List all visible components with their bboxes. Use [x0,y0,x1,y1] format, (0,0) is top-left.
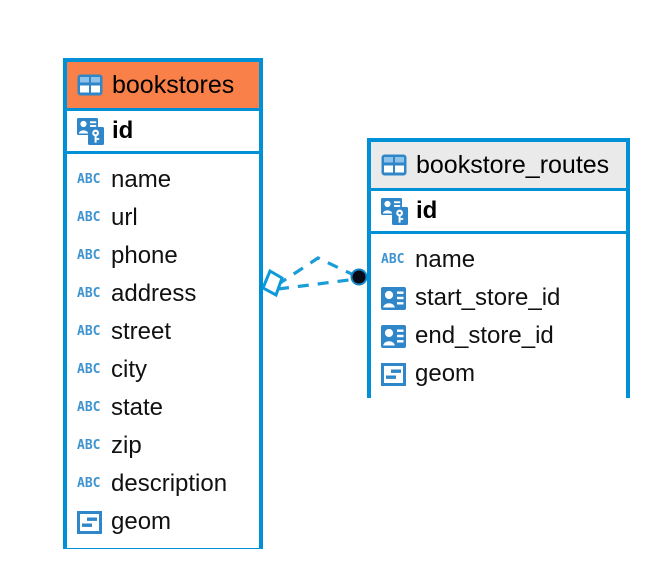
foreign-key-icon [381,324,406,348]
primary-key-label-bookstore-routes: id [416,197,438,224]
field-label-street: street [111,318,172,345]
field-row-geom[interactable]: geom [371,355,626,393]
field-row-description[interactable]: ABC description [67,465,259,503]
primary-key-icon [77,117,104,145]
field-list-bookstore-routes: ABC name start_store_id [371,234,626,400]
abc-text-icon: ABC [77,361,101,377]
field-label-geom: geom [415,360,476,387]
abc-text-icon: ABC [77,171,101,187]
primary-key-row-bookstore-routes[interactable]: id [371,188,626,234]
abc-text-icon: ABC [77,323,101,339]
relationship-line-lower [277,277,358,291]
field-row-url[interactable]: ABC url [67,199,259,237]
primary-key-row-bookstores[interactable]: id [67,108,259,154]
field-label-state: state [111,394,164,421]
field-row-phone[interactable]: ABC phone [67,237,259,275]
circle-endpoint-outer [350,268,368,286]
field-label-name: name [415,246,476,273]
abc-text-icon: ABC [77,247,101,263]
field-label-description: description [111,470,228,497]
field-row-start-store-id[interactable]: start_store_id [371,279,626,317]
geometry-icon [77,510,102,534]
field-label-geom: geom [111,508,172,535]
diamond-endpoint-icon [261,268,284,298]
field-row-geom[interactable]: geom [67,503,259,541]
foreign-key-icon [381,286,406,310]
field-label-url: url [111,204,138,231]
field-list-bookstores: ABC name ABC url ABC phone ABC [67,154,259,548]
abc-text-icon: ABC [77,475,101,491]
entity-header-bookstores[interactable]: bookstores [67,62,259,108]
entity-bookstore-routes[interactable]: bookstore_routes id ABC [367,138,630,400]
field-label-city: city [111,356,147,383]
field-row-zip[interactable]: ABC zip [67,427,259,465]
field-label-address: address [111,280,197,307]
field-row-address[interactable]: ABC address [67,275,259,313]
field-row-city[interactable]: ABC city [67,351,259,389]
entity-header-bookstore-routes[interactable]: bookstore_routes [371,142,626,188]
geometry-icon [381,362,406,386]
field-row-end-store-id[interactable]: end_store_id [371,317,626,355]
table-grid-icon [77,74,103,96]
abc-text-icon: ABC [77,437,101,453]
field-row-name[interactable]: ABC name [67,161,259,199]
entity-bookstores[interactable]: bookstores id ABC [63,58,263,549]
primary-key-icon [381,197,408,225]
field-row-state[interactable]: ABC state [67,389,259,427]
field-row-name[interactable]: ABC name [371,241,626,279]
field-label-name: name [111,166,172,193]
entity-title-bookstores: bookstores [112,70,235,99]
field-label-phone: phone [111,242,178,269]
circle-endpoint-icon [352,270,366,284]
abc-text-icon: ABC [77,399,101,415]
entity-title-bookstore-routes: bookstore_routes [416,150,610,179]
abc-text-icon: ABC [77,209,101,225]
abc-text-icon: ABC [381,251,405,267]
field-label-zip: zip [111,432,142,459]
abc-text-icon: ABC [77,285,101,301]
relationship-line-upper [276,256,359,287]
field-label-end-store-id: end_store_id [415,322,554,349]
table-grid-icon [381,154,407,176]
field-row-street[interactable]: ABC street [67,313,259,351]
primary-key-label-bookstores: id [112,117,134,144]
field-label-start-store-id: start_store_id [415,284,561,311]
